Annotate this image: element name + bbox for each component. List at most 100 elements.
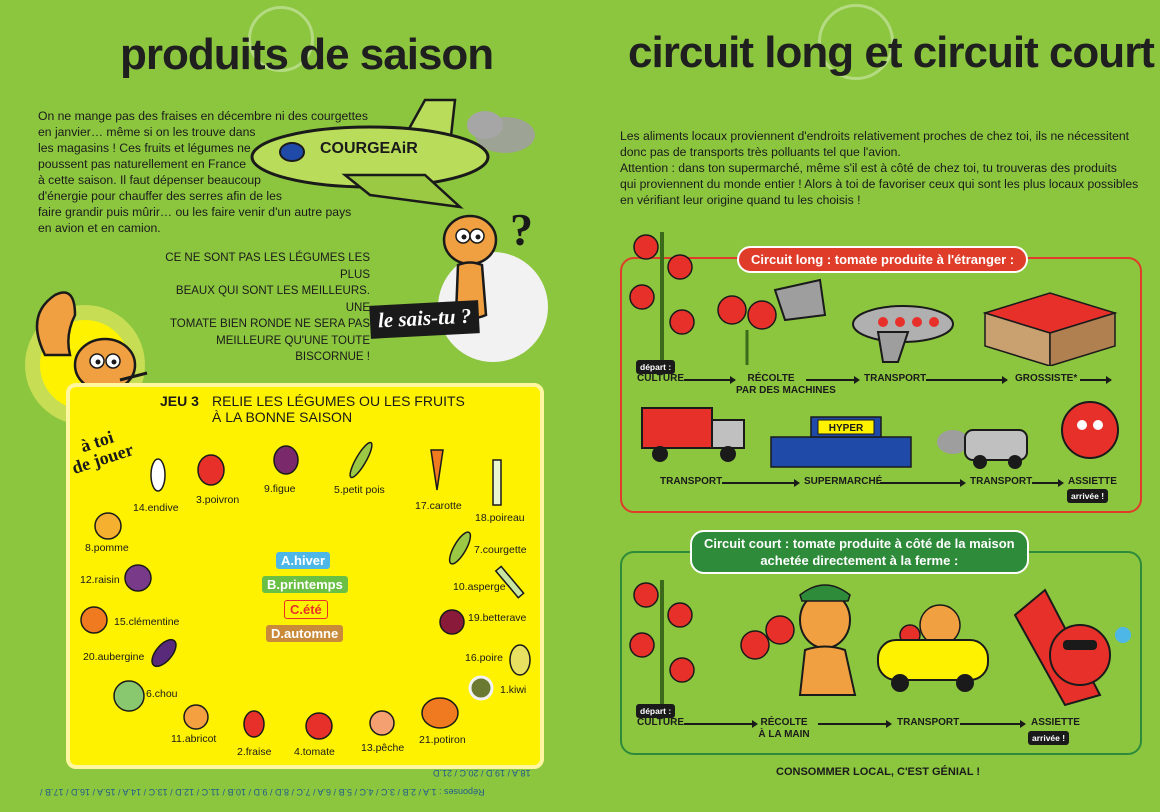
- depart-tag-long: départ :: [636, 360, 676, 374]
- short-circuit-heading: Circuit court : tomate produite à côté d…: [690, 530, 1029, 574]
- raisin-icon: [124, 564, 152, 592]
- tip-text: CE NE SONT PAS LES LÉGUMES LES PLUS BEAU…: [165, 252, 370, 363]
- title-halo-right: [818, 4, 894, 80]
- pomme-icon: [94, 512, 122, 540]
- chou-icon: [113, 680, 145, 712]
- item-label: 2.fraise: [237, 746, 272, 758]
- truck-illustration: [641, 407, 745, 462]
- yellow-car-illustration: [877, 604, 989, 692]
- step-recolte-short: RÉCOLTE À LA MAIN: [758, 717, 810, 740]
- question-mark: ?: [510, 204, 533, 255]
- item-label: 9.figue: [264, 483, 296, 495]
- tomato-plant-long: [629, 232, 695, 362]
- arrow: [960, 720, 1026, 727]
- answers-line2: 18.A / 19.D / 20.C / 21.D: [433, 768, 531, 778]
- game-number: JEU 3: [160, 393, 199, 409]
- carotte-icon: [430, 449, 444, 491]
- depart-tag-short: départ :: [636, 704, 676, 718]
- item-label: 1.kiwi: [500, 684, 527, 696]
- figue-icon: [273, 445, 299, 475]
- step-transport-short: TRANSPORT: [897, 717, 960, 728]
- step-assiette-short: ASSIETTE: [1031, 717, 1080, 728]
- petit-pois-icon: [349, 441, 373, 479]
- title-halo-left: [248, 6, 314, 72]
- tomate-icon: [305, 712, 333, 740]
- arrow: [684, 376, 736, 383]
- peche-icon: [369, 710, 395, 736]
- arrow: [926, 376, 1008, 383]
- aubergine-icon: [151, 638, 177, 668]
- courgette-plane-illustration: COURGEAiR: [250, 98, 535, 209]
- game-instructions: RELIE LES LÉGUMES OU LES FRUITS À LA BON…: [212, 393, 465, 425]
- betterave-icon: [439, 609, 465, 635]
- item-label: 20.aubergine: [83, 651, 145, 663]
- item-label: 6.chou: [146, 688, 178, 700]
- item-label: 8.pomme: [85, 542, 129, 554]
- item-label: 18.poireau: [475, 512, 525, 524]
- step-transport-long-3: TRANSPORT: [970, 476, 1033, 487]
- poire-icon: [509, 644, 531, 676]
- footer-slogan: CONSOMMER LOCAL, C'EST GÉNIAL !: [776, 766, 981, 778]
- item-label: 16.poire: [465, 652, 503, 664]
- supermarket-illustration: HYPER: [770, 416, 912, 468]
- fraise-icon: [243, 710, 265, 738]
- arrow: [818, 720, 892, 727]
- tomato-plant-short: [629, 580, 695, 710]
- item-label: 15.clémentine: [114, 616, 180, 628]
- playing-squirrel-illustration: [35, 291, 148, 393]
- season-ete[interactable]: C.été: [284, 600, 328, 619]
- arrivee-tag-long: arrivée !: [1067, 489, 1109, 503]
- item-label: 7.courgette: [474, 544, 527, 556]
- season-hiver[interactable]: A.hiver: [276, 552, 331, 569]
- left-intro: On ne mange pas des fraises en décembre …: [38, 109, 368, 235]
- poivron-icon: [197, 454, 225, 486]
- poireau-icon: [492, 459, 502, 506]
- courgette-icon: [448, 531, 472, 565]
- item-label: 17.carotte: [415, 500, 462, 512]
- arrivee-tag-short: arrivée !: [1028, 731, 1070, 745]
- kiwi-icon: [468, 675, 494, 701]
- season-automne[interactable]: D.automne: [266, 625, 344, 642]
- right-title: circuit long et circuit court: [628, 28, 1155, 77]
- endive-icon: [150, 458, 166, 492]
- item-label: 12.raisin: [80, 574, 120, 586]
- asperge-icon: [494, 565, 525, 599]
- car-illustration: [937, 429, 1028, 469]
- crates-illustration: [982, 292, 1118, 366]
- left-title: produits de saison: [120, 30, 494, 79]
- arrow: [722, 479, 800, 486]
- item-label: 13.pêche: [361, 742, 405, 754]
- vegetable-icons: [80, 441, 531, 740]
- step-transport-long-1: TRANSPORT: [864, 373, 927, 384]
- hyper-sign: HYPER: [829, 423, 864, 434]
- arrow: [806, 376, 860, 383]
- item-label: 19.betterave: [468, 612, 527, 624]
- arrow: [880, 479, 966, 486]
- step-culture-long: CULTURE: [637, 373, 685, 384]
- thinking-squirrel-illustration: ?: [442, 204, 533, 320]
- item-label: 3.poivron: [196, 494, 240, 506]
- long-circuit-heading: Circuit long : tomate produite à l'étran…: [737, 246, 1029, 273]
- item-label: 21.potiron: [419, 734, 466, 746]
- relaxing-tomato-illustration: [1013, 588, 1131, 707]
- arrow: [1032, 479, 1064, 486]
- answers-line1: Réponses : 1.A / 2.B / 3.C / 4.C / 5.B /…: [40, 787, 485, 797]
- potiron-icon: [421, 697, 459, 729]
- step-supermarche: SUPERMARCHÉ: [804, 476, 883, 487]
- step-recolte-long: RÉCOLTE PAR DES MACHINES: [736, 373, 836, 396]
- step-transport-long-2: TRANSPORT: [660, 476, 723, 487]
- step-assiette-long: ASSIETTE: [1068, 476, 1117, 487]
- item-label: 11.abricot: [171, 733, 217, 745]
- arrow: [684, 720, 758, 727]
- item-label: 10.asperge: [453, 581, 506, 593]
- plane-label: COURGEAiR: [320, 140, 418, 157]
- clementine-icon: [80, 606, 108, 634]
- arrow: [1080, 376, 1112, 383]
- right-intro: Les aliments locaux proviennent d'endroi…: [620, 129, 1139, 207]
- le-sais-tu-badge: le sais-tu ?: [369, 300, 481, 339]
- step-grossiste: GROSSISTE*: [1015, 373, 1078, 384]
- item-label: 14.endive: [133, 502, 179, 514]
- season-printemps[interactable]: B.printemps: [262, 576, 348, 593]
- harvest-machine-illustration: [717, 278, 827, 365]
- abricot-icon: [183, 704, 209, 730]
